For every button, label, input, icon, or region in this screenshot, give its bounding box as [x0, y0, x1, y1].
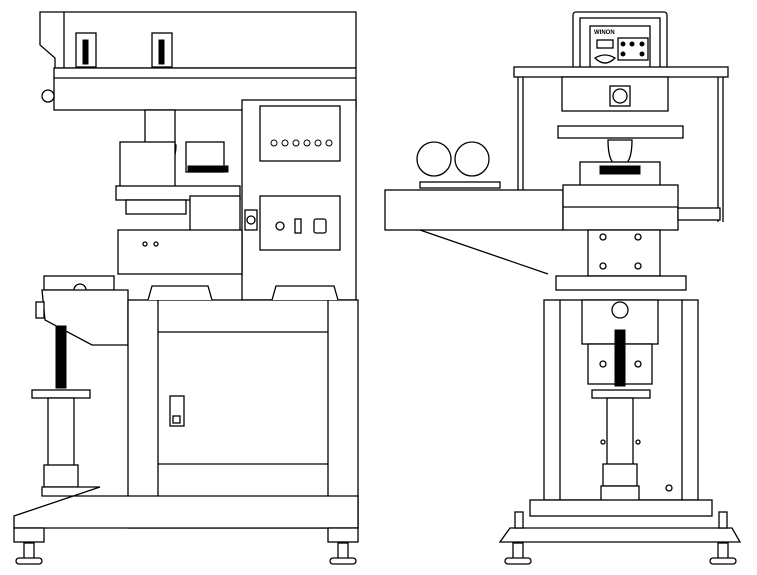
display-screen	[596, 39, 614, 49]
base-cabinet	[127, 299, 359, 529]
emergency-stop-button[interactable]	[593, 54, 617, 64]
top-beam	[513, 66, 729, 78]
side-view	[13, 11, 359, 565]
base-plate	[13, 486, 359, 529]
control-panel-logo: WINON	[594, 30, 615, 36]
cliche-table	[384, 189, 564, 231]
tape-reel-left	[416, 141, 452, 177]
support-column	[606, 397, 634, 467]
panel-indicators	[259, 105, 341, 162]
leveling-foot	[329, 557, 357, 565]
leveling-foot	[15, 557, 43, 565]
support-column	[47, 397, 75, 467]
pad-carriage	[557, 125, 684, 139]
front-view: WINON	[384, 11, 742, 565]
base-plate	[498, 527, 742, 543]
leveling-foot	[504, 557, 532, 565]
leveling-foot	[709, 557, 737, 565]
tape-reel-right	[454, 141, 490, 177]
